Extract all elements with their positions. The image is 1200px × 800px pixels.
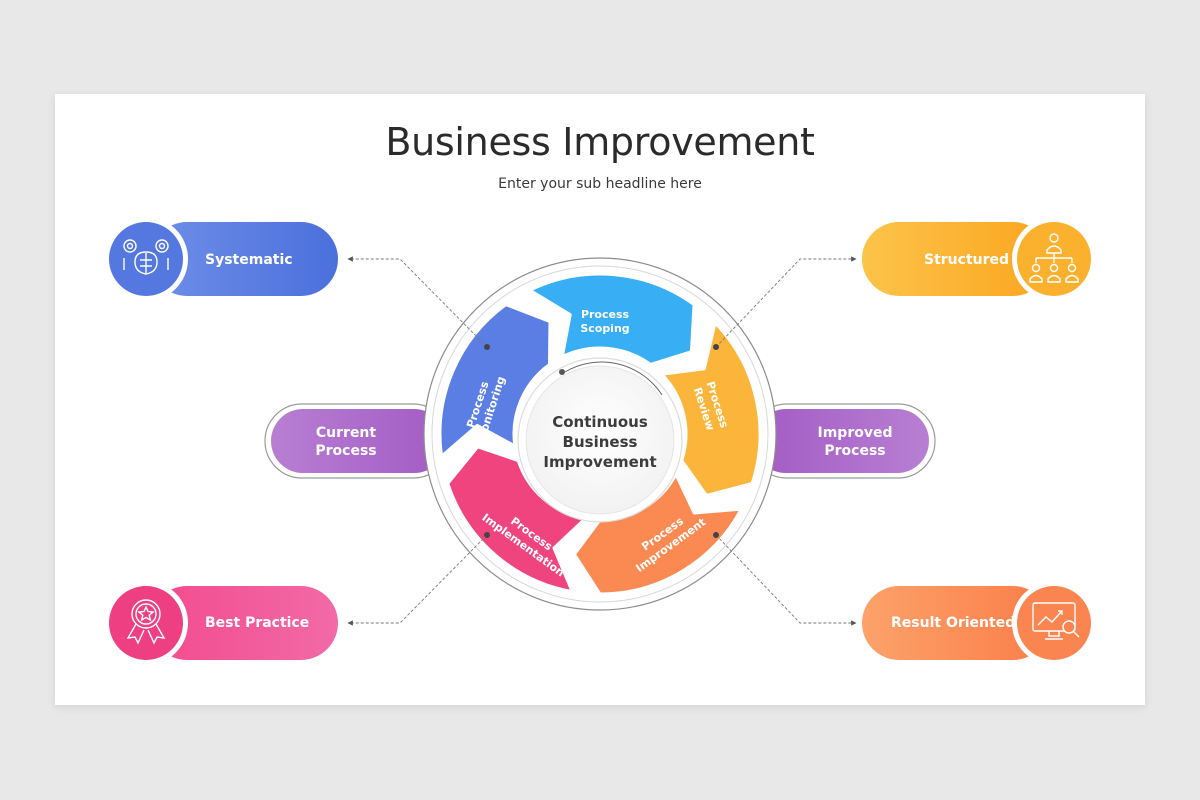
segment-monitoring	[438, 303, 552, 458]
callout-structured	[862, 217, 1096, 301]
improved-process-label: Improved Process	[817, 425, 893, 459]
dot-systematic	[484, 344, 490, 350]
callout-best-practice	[104, 581, 338, 665]
monitor-analytics-icon	[1032, 602, 1080, 640]
slide-subtitle: Enter your sub headline here	[498, 176, 702, 192]
segment-scoping	[528, 272, 696, 366]
center-label: Continuous Business Improvement	[543, 413, 657, 471]
connector-lines	[347, 256, 857, 626]
segment-label-scoping: Process Scoping	[580, 308, 630, 335]
brain-gears-icon	[123, 239, 169, 275]
callout-label-best-practice: Best Practice	[205, 615, 310, 631]
dot-best-practice	[484, 532, 490, 538]
connector-result-oriented	[715, 534, 857, 626]
slide-title: Business Improvement	[385, 120, 815, 164]
dot-result-oriented	[713, 532, 719, 538]
callout-label-result-oriented: Result Oriented	[891, 615, 1016, 631]
center-arc-dot	[559, 369, 565, 375]
callout-result-oriented	[862, 581, 1096, 665]
org-chart-icon	[1029, 233, 1079, 283]
connector-systematic	[347, 256, 488, 348]
right-side-pill	[749, 403, 936, 479]
connector-best-practice	[347, 534, 488, 626]
center-disc	[525, 365, 675, 515]
connector-dots	[484, 344, 719, 538]
award-ribbon-icon	[126, 599, 166, 645]
dot-structured	[713, 344, 719, 350]
callout-label-structured: Structured	[924, 252, 1010, 268]
connector-structured	[715, 256, 857, 348]
center-arc-line	[564, 361, 663, 396]
segment-review	[660, 321, 762, 497]
callout-systematic	[104, 217, 338, 301]
callout-label-systematic: Systematic	[205, 252, 293, 268]
current-process-label: Current Process	[315, 425, 377, 459]
cycle-segments	[438, 272, 762, 596]
